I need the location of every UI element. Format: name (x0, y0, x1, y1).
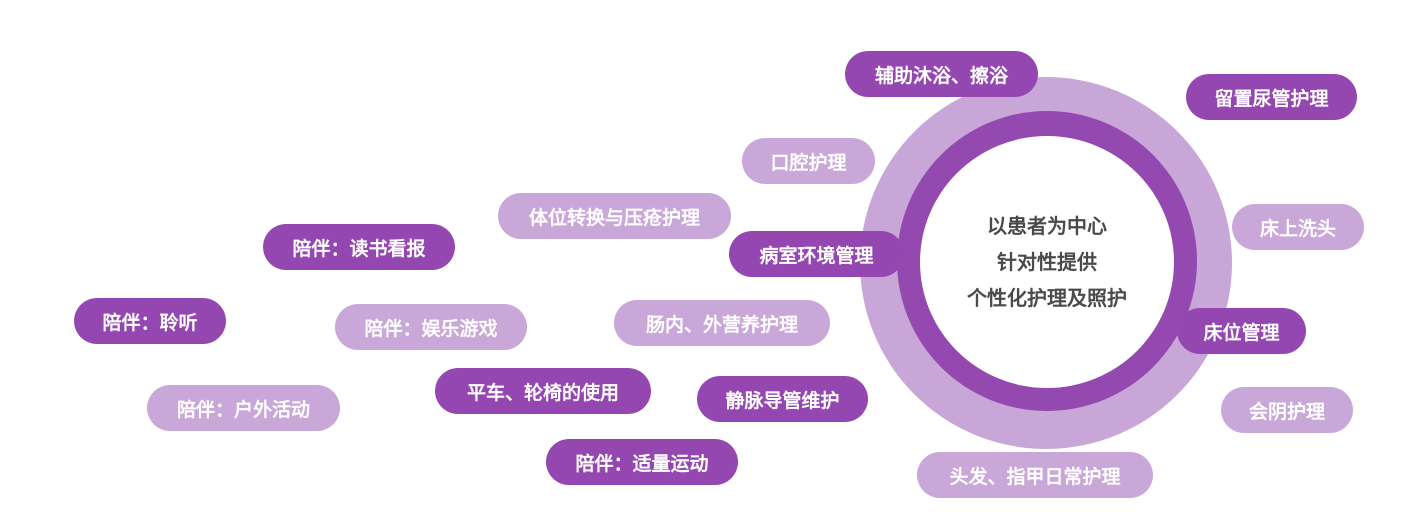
inner-circle (920, 136, 1174, 388)
item-companion-listening: 陪伴：聆听 (74, 298, 226, 344)
item-companion-games: 陪伴：娱乐游戏 (335, 304, 527, 350)
item-hair-nail-care: 头发、指甲日常护理 (917, 452, 1153, 498)
item-nutrition-care: 肠内、外营养护理 (614, 300, 830, 346)
item-oral-care: 口腔护理 (742, 138, 875, 184)
item-stretcher-wheelchair: 平车、轮椅的使用 (435, 368, 651, 414)
center-line-2: 针对性提供 (997, 250, 1097, 274)
item-venous-catheter: 静脉导管维护 (697, 376, 868, 422)
item-bathing-assist: 辅助沐浴、擦浴 (845, 51, 1038, 97)
item-companion-exercise: 陪伴：适量运动 (546, 439, 738, 485)
item-companion-reading: 陪伴：读书看报 (263, 224, 455, 270)
item-perineal-care: 会阴护理 (1221, 387, 1353, 433)
item-ward-environment: 病室环境管理 (729, 231, 904, 277)
center-line-3: 个性化护理及照护 (967, 286, 1127, 310)
center-line-1: 以患者为中心 (987, 214, 1107, 238)
item-bed-management: 床位管理 (1177, 308, 1306, 354)
center-label: 以患者为中心 针对性提供 个性化护理及照护 (920, 136, 1174, 388)
item-hair-wash-in-bed: 床上洗头 (1232, 204, 1364, 250)
item-companion-outdoor: 陪伴：户外活动 (147, 385, 340, 431)
item-catheter-care: 留置尿管护理 (1186, 74, 1357, 120)
item-position-change: 体位转换与压疮护理 (498, 193, 731, 239)
